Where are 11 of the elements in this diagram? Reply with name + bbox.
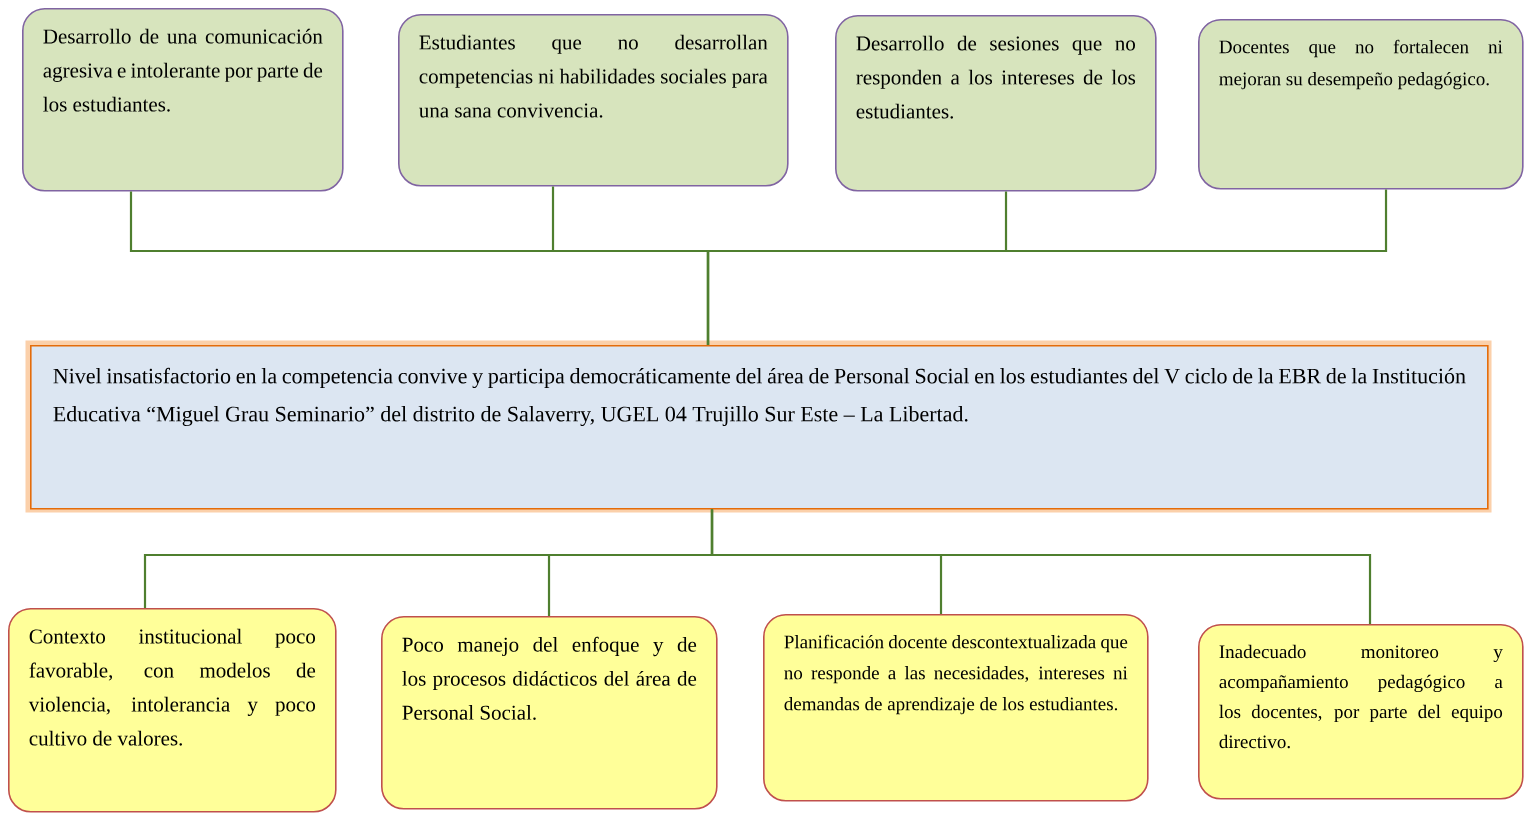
cause-box: Contexto institucional poco favorable, con modelos de violencia, intolerancia y poco cultivo de valores. (8, 608, 337, 813)
connector-line (706, 189, 1388, 345)
cause-box: Planificación docente descontextualizada que no responde a las necesidades, intereses ni demandas de aprendizaje de los estudiantes. (763, 614, 1149, 802)
effect-box: Desarrollo de una comunicación agresiva e intolerante por parte de los estudiantes. (22, 8, 344, 192)
connector-line (710, 509, 1372, 624)
cause-box: Inadecuado monitoreo y acompañamiento pedagógico a los docentes, por parte del equipo directivo. (1198, 624, 1524, 800)
effect-box: Desarrollo de sesiones que no responden a los intereses de los estudiantes. (835, 15, 1157, 192)
effect-box: Estudiantes que no desarrollan competencias ni habilidades sociales para una sana convivencia. (398, 14, 789, 187)
problem-box: Nivel insatisfactorio en la competencia convive y participa democráticamente del área de Personal Social en los estudiantes del V ciclo de la EBR de la Institución Educativa “Miguel Grau Seminario” del distrito de Salaverry, UGEL 04 Trujillo Sur Este – La Libertad. (25, 340, 1492, 513)
cause-box: Poco manejo del enfoque y de los procesos didácticos del área de Personal Social. (381, 616, 718, 810)
effect-box: Docentes que no fortalecen ni mejoran su desempeño pedagógico. (1198, 19, 1524, 190)
